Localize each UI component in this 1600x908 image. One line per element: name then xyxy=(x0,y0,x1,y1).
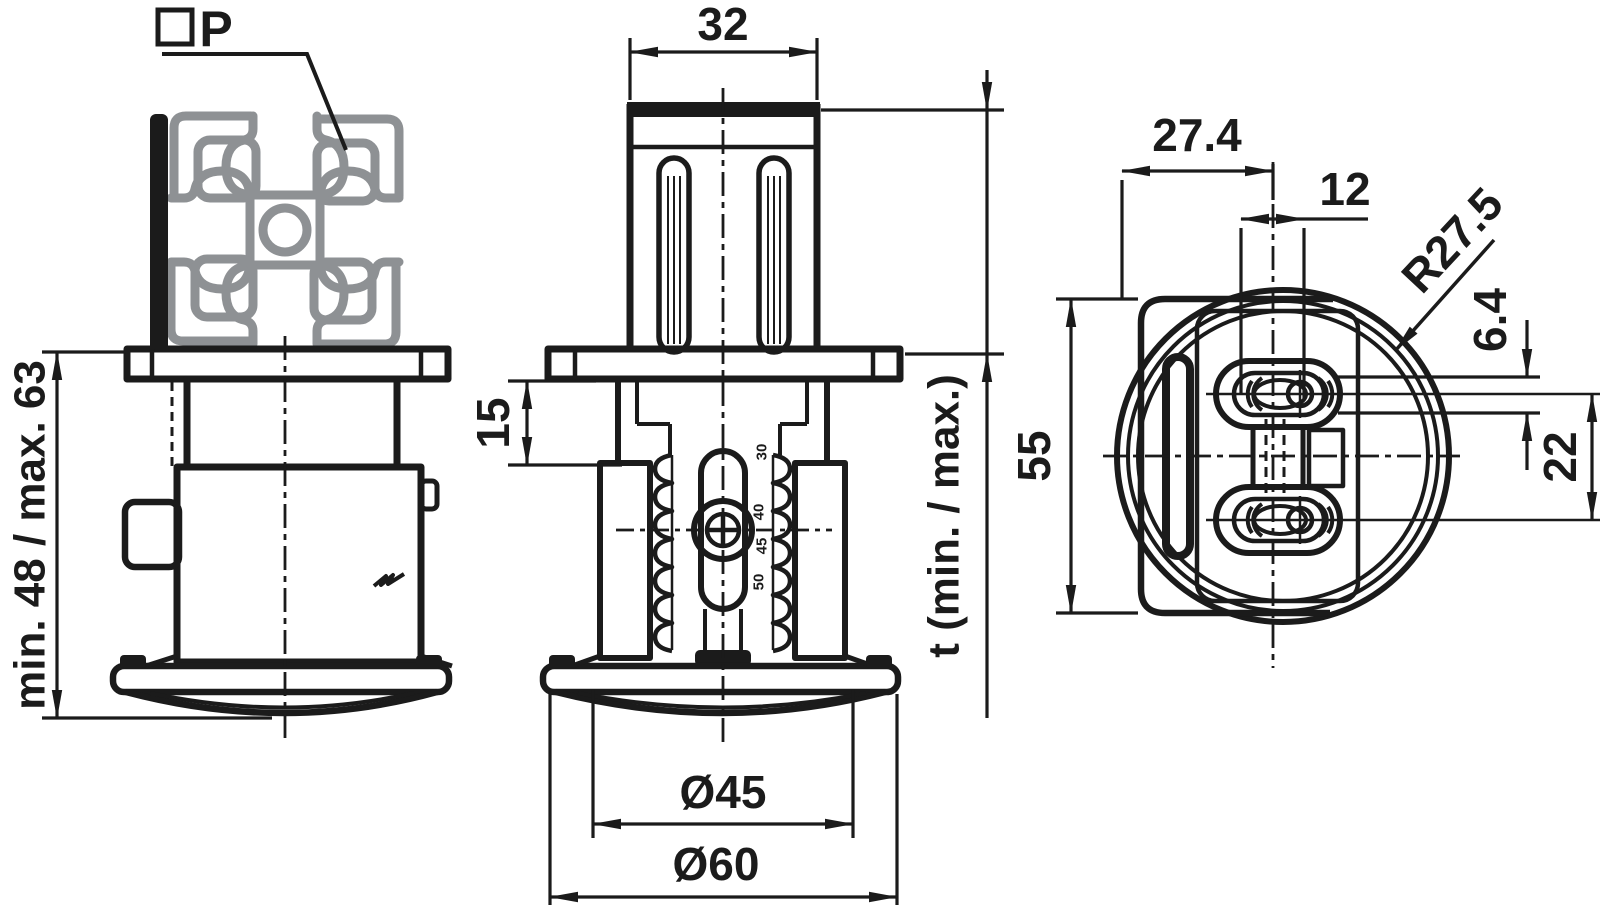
body-column-right xyxy=(792,460,848,661)
dim-plate-size xyxy=(1056,297,1138,615)
side-clamp-tab xyxy=(121,498,183,571)
dim-tenon-width xyxy=(628,38,819,100)
dim-thread-depth xyxy=(821,70,1004,718)
side-view-body xyxy=(109,114,453,717)
dim-text-tenon-width: 32 xyxy=(697,0,748,50)
profile-leader-line xyxy=(162,52,348,151)
aluminium-profile-cross-section xyxy=(171,116,399,344)
svg-text:50: 50 xyxy=(751,574,768,591)
front-view: 30 40 45 50 32 15 Ø45 xyxy=(467,0,1004,905)
dim-text-height-range: min. 48 / max. 63 xyxy=(6,360,55,710)
dim-text-hole-spacing: 22 xyxy=(1534,431,1586,482)
dim-slot-height xyxy=(1338,320,1540,470)
dim-outer-diameter xyxy=(548,694,899,905)
profile-label-text: P xyxy=(199,1,232,57)
top-view: 27.4 12 R27.5 6.4 55 22 xyxy=(1008,109,1600,668)
spindle-scale-marks: 30 40 45 50 xyxy=(751,444,771,591)
surface-mark xyxy=(372,572,406,588)
svg-text:45: 45 xyxy=(754,538,771,555)
dim-text-slot-width: 12 xyxy=(1319,163,1370,215)
thread-right xyxy=(770,452,793,654)
svg-text:30: 30 xyxy=(754,444,771,461)
body-column-left xyxy=(597,460,653,661)
dim-text-edge-to-center: 27.4 xyxy=(1152,109,1242,161)
svg-text:40: 40 xyxy=(751,504,768,521)
dim-inner-diameter xyxy=(591,690,855,838)
dim-edge-to-center xyxy=(1120,164,1275,300)
dim-text-base-radius: R27.5 xyxy=(1391,177,1513,302)
dim-text-plate-size: 55 xyxy=(1008,430,1060,481)
dim-plate-to-step xyxy=(508,379,622,467)
plate-outline xyxy=(1137,295,1333,617)
side-pin xyxy=(418,478,440,512)
clamp-wall xyxy=(150,114,168,352)
foot-rim xyxy=(539,662,902,696)
center-recess xyxy=(1306,427,1346,489)
dim-text-plate-to-step: 15 xyxy=(467,397,519,448)
radius-leader-line xyxy=(1393,238,1496,353)
profile-label: P xyxy=(155,1,348,151)
square-profile-icon xyxy=(155,7,195,47)
dim-slot-width xyxy=(1239,213,1368,398)
dim-text-slot-height: 6.4 xyxy=(1464,288,1516,352)
dim-height-range xyxy=(42,350,272,720)
dim-text-inner-diameter: Ø45 xyxy=(680,766,767,818)
dim-text-outer-diameter: Ø60 xyxy=(673,838,760,890)
side-view: P min. 48 / max. 63 xyxy=(6,1,453,742)
thread-left xyxy=(652,452,675,654)
front-view-body xyxy=(539,102,904,717)
dim-text-thread-depth: t (min. / max.) xyxy=(920,374,969,658)
